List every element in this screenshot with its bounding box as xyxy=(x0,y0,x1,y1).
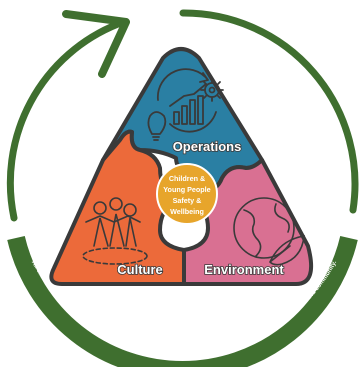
ring-arc-right xyxy=(179,9,359,214)
center-line-3: Safety & xyxy=(173,196,202,205)
ring-arc-left xyxy=(6,20,122,222)
lightbulb-icon xyxy=(147,111,167,141)
bar-chart-icon xyxy=(169,83,207,125)
center-line-4: Wellbeing xyxy=(170,207,204,216)
culture-label: Culture xyxy=(117,262,163,277)
gear-icon xyxy=(200,78,224,102)
leaf-icon xyxy=(269,235,305,266)
cycle-arrows-icon xyxy=(156,68,217,133)
globe-icon xyxy=(233,197,295,259)
center-line-1: Children & xyxy=(169,174,205,183)
operations-icons xyxy=(147,68,224,141)
center-badge: Children & Young People Safety & Wellbei… xyxy=(156,163,218,225)
environment-icons xyxy=(233,197,305,266)
operations-label: Operations xyxy=(173,139,242,154)
people-icon xyxy=(82,197,148,265)
environment-label: Environment xyxy=(204,262,284,277)
arrow-head-icon xyxy=(62,10,130,78)
center-line-2: Young People xyxy=(163,185,210,194)
